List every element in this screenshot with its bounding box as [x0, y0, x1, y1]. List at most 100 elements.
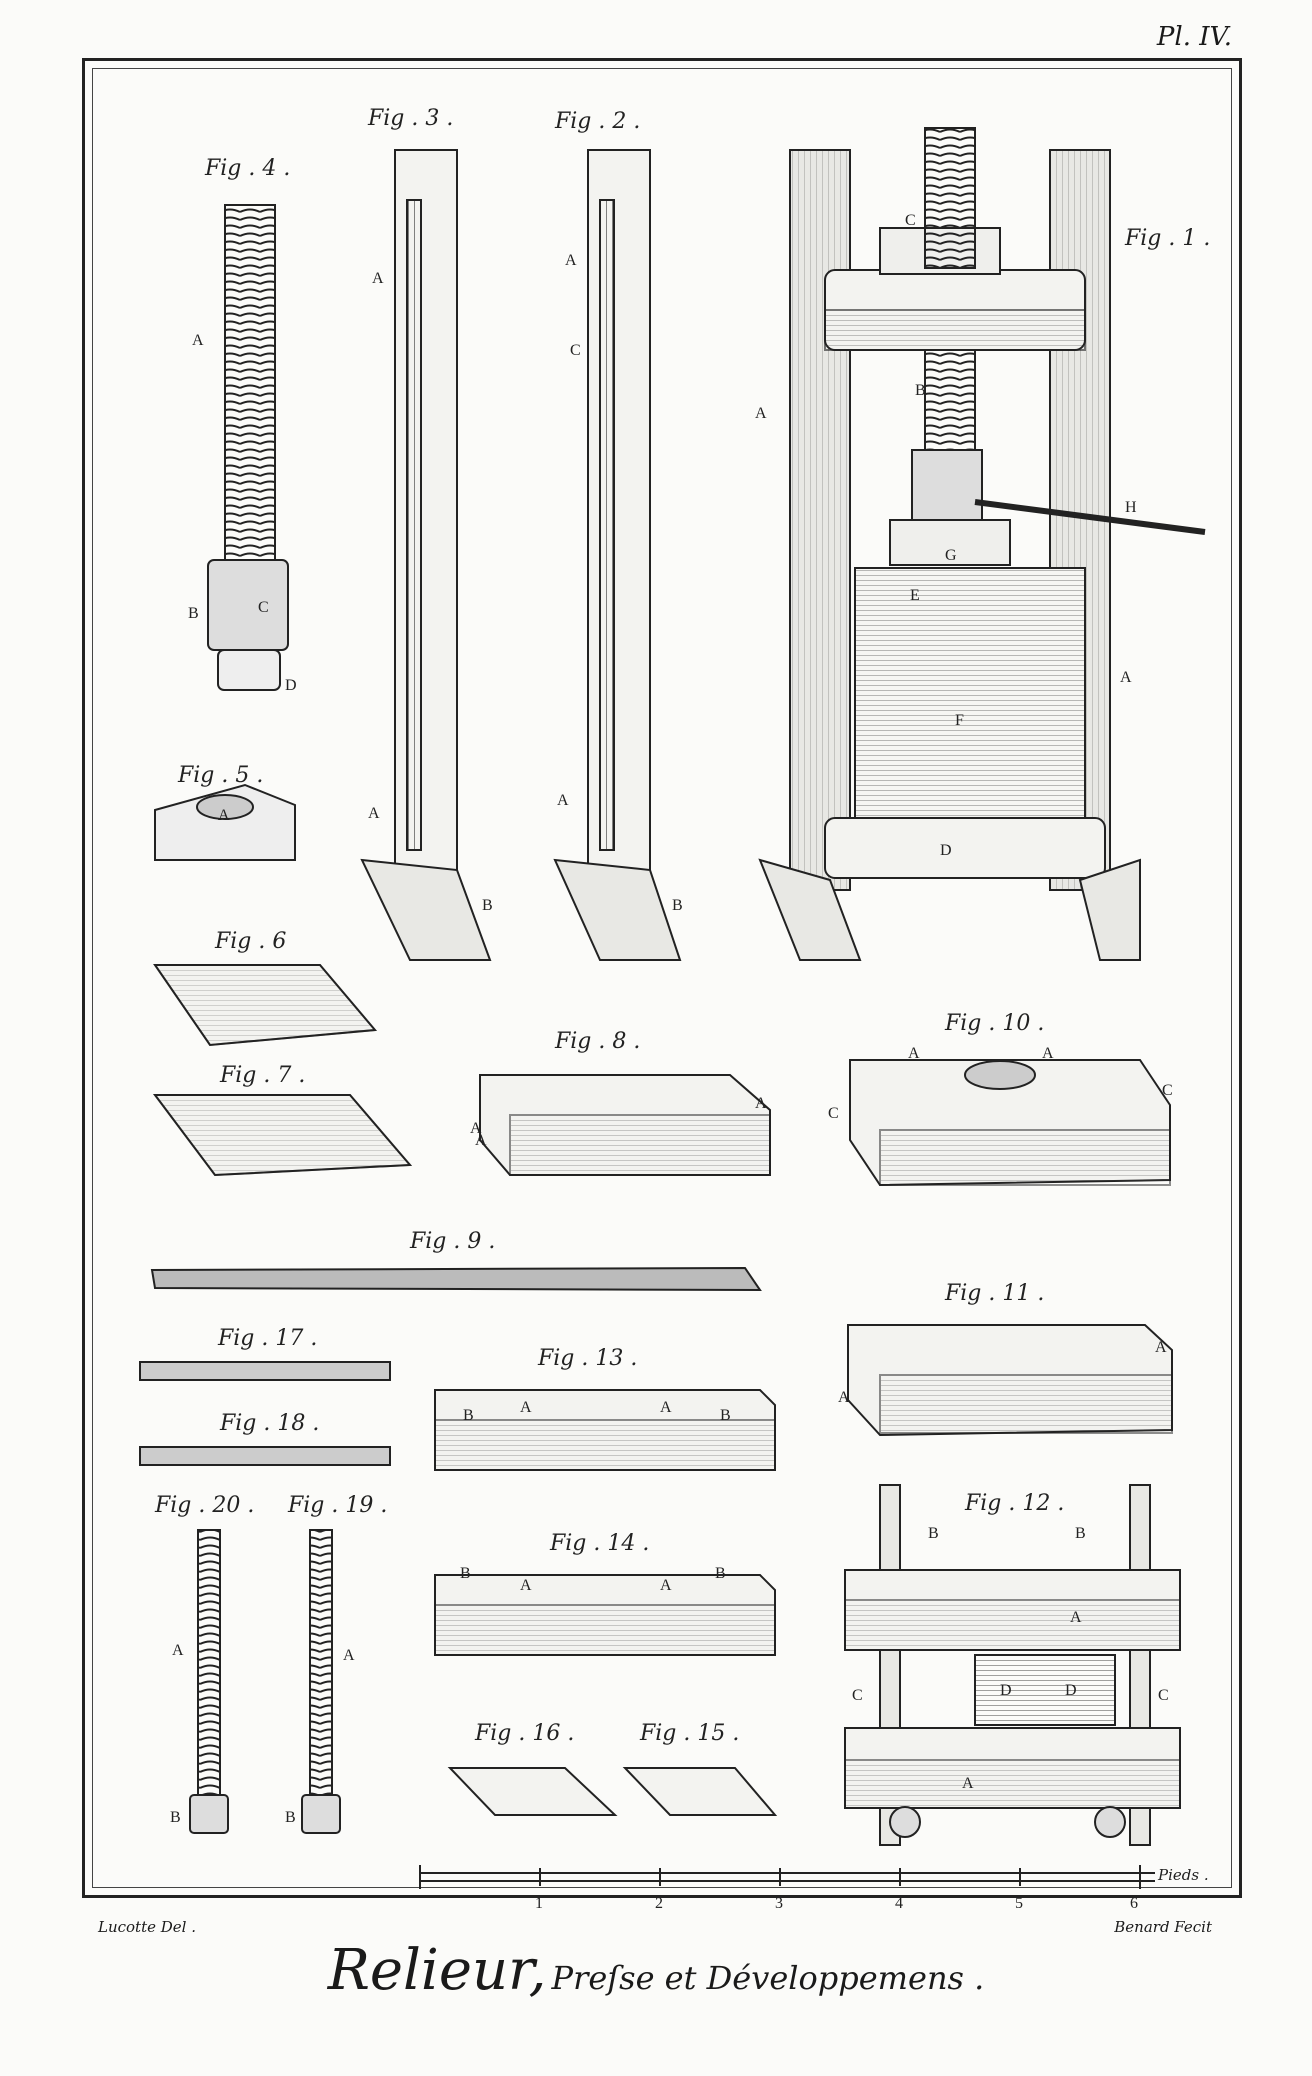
fig19-screw — [301, 1529, 341, 1834]
fig7-board — [153, 1094, 413, 1177]
fig3-upright — [360, 149, 492, 961]
fig8-letter-a2: A — [755, 1095, 767, 1112]
fig15-plate — [622, 1767, 778, 1816]
fig1-letter-c: C — [905, 212, 916, 229]
fig14-letter-a: A — [520, 1577, 532, 1594]
fig12-letter-d: D — [1000, 1682, 1012, 1699]
fig14-letter-a2: A — [660, 1577, 672, 1594]
fig8-label: Fig . 8 . — [554, 1029, 640, 1054]
fig5-letter-a: A — [218, 807, 230, 824]
plate-title: Relieur, Preſse et Développemens . — [0, 1938, 1312, 2003]
fig13-block — [434, 1389, 776, 1471]
fig15-label: Fig . 15 . — [639, 1721, 739, 1746]
fig10-letter-c2: C — [1162, 1082, 1173, 1099]
fig4-label: Fig . 4 . — [204, 156, 290, 181]
fig9-bar — [150, 1266, 762, 1292]
fig4-letter-b: B — [188, 605, 199, 622]
fig3-letter-a2: A — [368, 805, 380, 822]
fig13-label: Fig . 13 . — [537, 1346, 637, 1371]
fig14-block — [434, 1574, 776, 1656]
fig18-bar — [139, 1446, 391, 1466]
scale-unit: Pieds . — [1157, 1866, 1209, 1884]
scale-bar — [419, 1865, 1155, 1889]
fig6-label: Fig . 6 — [214, 929, 286, 954]
fig12-letter-c: C — [852, 1687, 863, 1704]
fig10-letter-a: A — [908, 1045, 920, 1062]
title-sub: Preſse et Développemens . — [551, 1959, 985, 1997]
fig5-nut — [154, 783, 296, 861]
fig7-label: Fig . 7 . — [219, 1063, 305, 1088]
fig6-board — [153, 964, 378, 1047]
fig14-label: Fig . 14 . — [549, 1531, 649, 1556]
fig2-letter-a: A — [565, 252, 577, 269]
scale-tick-3: 3 — [775, 1895, 783, 1912]
fig8-letter-a3: A — [475, 1132, 487, 1149]
fig12-letter-a: A — [1070, 1609, 1082, 1626]
fig13-letter-a2: A — [660, 1399, 672, 1416]
fig11-label: Fig . 11 . — [944, 1281, 1044, 1306]
plate-number: Pl. IV. — [1156, 22, 1232, 52]
fig1-press — [758, 127, 1206, 961]
signature-right: Benard Fecit — [1114, 1918, 1212, 1936]
fig1-label: Fig . 1 . — [1124, 226, 1210, 251]
fig4-letter-c: C — [258, 599, 269, 616]
fig13-letter-b: B — [463, 1407, 474, 1424]
fig1-letter-e: E — [910, 587, 920, 604]
fig9-label: Fig . 9 . — [409, 1229, 495, 1254]
fig17-bar — [139, 1361, 391, 1381]
fig19-letter-a: A — [343, 1647, 355, 1664]
fig19-label: Fig . 19 . — [287, 1493, 387, 1518]
fig1-letter-h: H — [1125, 499, 1137, 516]
fig12-letter-b2: B — [1075, 1525, 1086, 1542]
scale-tick-5: 5 — [1015, 1895, 1023, 1912]
fig18-label: Fig . 18 . — [219, 1411, 319, 1436]
fig10-label: Fig . 10 . — [944, 1011, 1044, 1036]
fig4-letter-d: D — [285, 677, 297, 694]
fig11-block — [847, 1324, 1173, 1437]
fig1-letter-b: B — [915, 382, 926, 399]
fig13-letter-b2: B — [720, 1407, 731, 1424]
fig3-label: Fig . 3 . — [367, 106, 453, 131]
fig20-screw — [189, 1529, 229, 1834]
fig20-letter-b: B — [170, 1809, 181, 1826]
fig2-letter-b: B — [672, 897, 683, 914]
fig3-letter-a: A — [372, 270, 384, 287]
fig4-letter-a: A — [192, 332, 204, 349]
fig12-letter-c2: C — [1158, 1687, 1169, 1704]
scale-tick-6: 6 — [1130, 1895, 1138, 1912]
inner-frame — [92, 68, 1232, 1888]
scale-tick-4: 4 — [895, 1895, 903, 1912]
fig10-letter-c: C — [828, 1105, 839, 1122]
scale-tick-2: 2 — [655, 1895, 663, 1912]
fig1-letter-a2: A — [1120, 669, 1132, 686]
fig14-letter-b: B — [460, 1565, 471, 1582]
fig16-plate — [447, 1767, 618, 1816]
fig2-letter-a2: A — [557, 792, 569, 809]
fig1-letter-a: A — [755, 405, 767, 422]
fig11-letter-a: A — [1155, 1339, 1167, 1356]
fig1-letter-f: F — [955, 712, 964, 729]
fig4-screw — [207, 204, 289, 691]
fig12-letter-a2: A — [962, 1775, 974, 1792]
fig3-letter-b: B — [482, 897, 493, 914]
fig1-letter-g: G — [945, 547, 957, 564]
fig20-letter-a: A — [172, 1642, 184, 1659]
fig12-letter-b: B — [928, 1525, 939, 1542]
fig2-upright — [553, 149, 682, 961]
fig5-label: Fig . 5 . — [177, 763, 263, 788]
fig11-letter-a2: A — [838, 1389, 850, 1406]
fig19-letter-b: B — [285, 1809, 296, 1826]
fig13-letter-a: A — [520, 1399, 532, 1416]
fig14-letter-b2: B — [715, 1565, 726, 1582]
fig8-letter-a: A — [470, 1120, 482, 1137]
fig17-label: Fig . 17 . — [217, 1326, 317, 1351]
outer-frame — [82, 58, 1242, 1898]
scale-tick-1: 1 — [535, 1895, 543, 1912]
fig12-letter-d2: D — [1065, 1682, 1077, 1699]
fig2-label: Fig . 2 . — [554, 109, 640, 134]
fig16-label: Fig . 16 . — [474, 1721, 574, 1746]
title-main: Relieur, — [327, 1938, 547, 2003]
fig20-label: Fig . 20 . — [154, 1493, 254, 1518]
fig12-label: Fig . 12 . — [964, 1491, 1064, 1516]
